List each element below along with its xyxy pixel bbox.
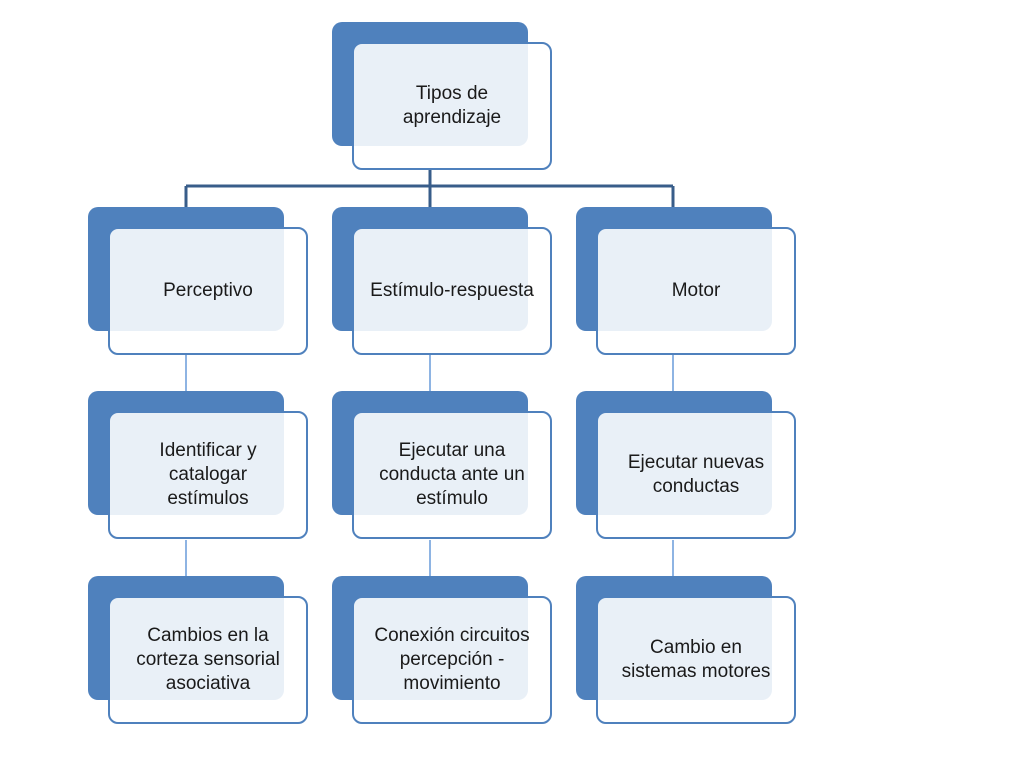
node-root-card: Tipos de aprendizaje: [352, 42, 552, 170]
node-root-label: Tipos de aprendizaje: [402, 83, 502, 128]
node-card: Estímulo-respuesta: [352, 227, 552, 355]
node-type-label: Estímulo-respuesta: [370, 280, 534, 301]
node-card: Cambio en sistemas motores: [596, 596, 796, 724]
node-root: Tipos de aprendizaje: [332, 22, 552, 170]
node-function-perceptivo: Identificar y catalogar estímulos: [88, 391, 308, 539]
node-type-label: Motor: [671, 280, 721, 301]
node-card: Ejecutar una conducta ante un estímulo: [352, 411, 552, 539]
node-function-estimulo-respuesta: Ejecutar una conducta ante un estímulo: [332, 391, 552, 539]
node-card: Ejecutar nuevas conductas: [596, 411, 796, 539]
node-type-label: Perceptivo: [163, 280, 253, 301]
node-card: Motor: [596, 227, 796, 355]
node-type-estimulo-respuesta: Estímulo-respuesta: [332, 207, 552, 355]
node-basis-label: Cambios en la corteza sensorial asociati…: [136, 625, 280, 694]
node-type-perceptivo: Perceptivo: [88, 207, 308, 355]
node-basis-estimulo-respuesta: Conexión circuitos percepción - movimien…: [332, 576, 552, 724]
node-card: Perceptivo: [108, 227, 308, 355]
node-card: Conexión circuitos percepción - movimien…: [352, 596, 552, 724]
node-basis-perceptivo: Cambios en la corteza sensorial asociati…: [88, 576, 308, 724]
node-card: Identificar y catalogar estímulos: [108, 411, 308, 539]
node-function-label: Identificar y catalogar estímulos: [159, 440, 257, 509]
node-type-motor: Motor: [576, 207, 796, 355]
node-card: Cambios en la corteza sensorial asociati…: [108, 596, 308, 724]
node-function-label: Ejecutar una conducta ante un estímulo: [379, 440, 525, 509]
node-basis-motor: Cambio en sistemas motores: [576, 576, 796, 724]
node-basis-label: Conexión circuitos percepción - movimien…: [374, 625, 530, 694]
node-basis-label: Cambio en sistemas motores: [621, 637, 771, 682]
node-function-motor: Ejecutar nuevas conductas: [576, 391, 796, 539]
node-function-label: Ejecutar nuevas conductas: [627, 452, 765, 497]
